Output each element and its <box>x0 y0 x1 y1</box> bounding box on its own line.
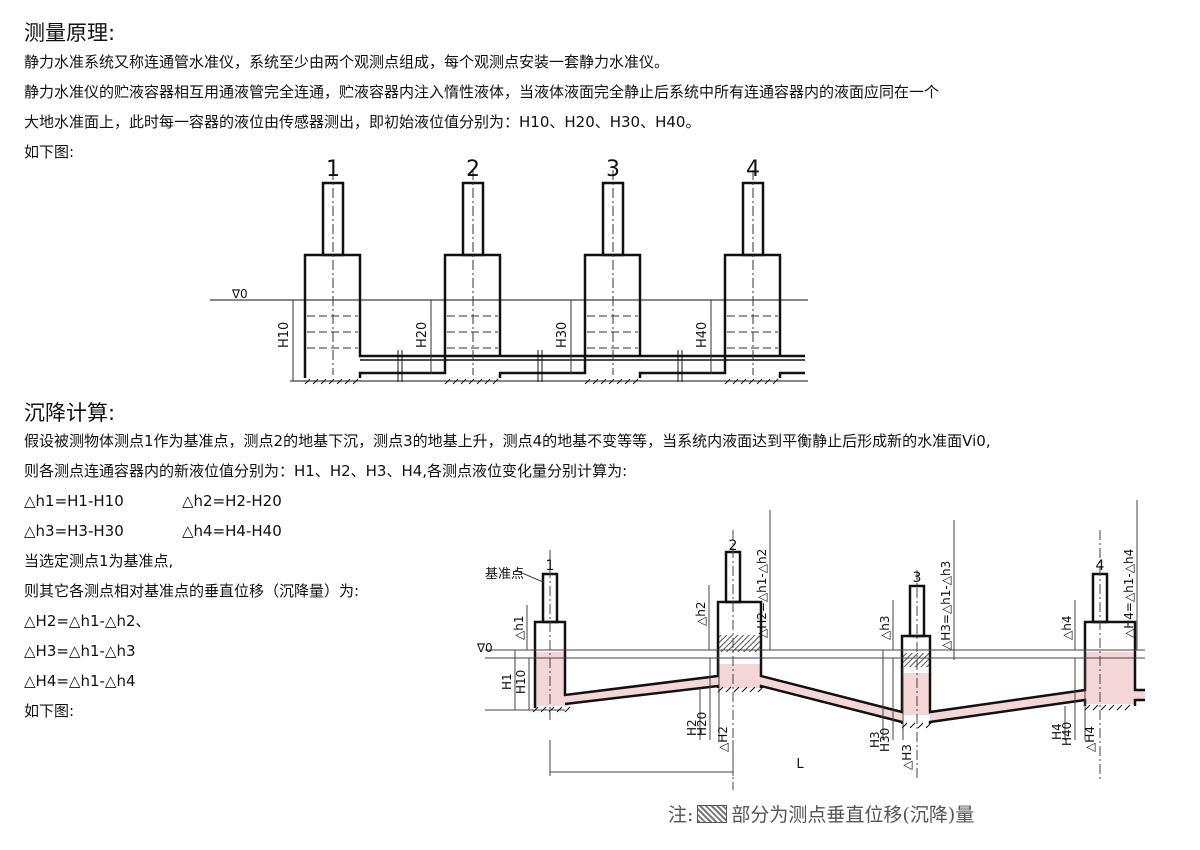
dH3-bottom-label: △H3 <box>900 744 914 770</box>
paragraph-line: 当选定测点1为基准点, <box>24 552 174 570</box>
point-label-3: 3 <box>913 570 922 586</box>
formula-dh3: △h3=H3-H30 <box>24 522 124 540</box>
paragraph-line: 大地水准面上，此时每一容器的液位由传感器测出，即初始液位值分别为：H10、H20… <box>24 113 701 131</box>
point-label-1: 1 <box>326 157 340 182</box>
section-title-settlement: 沉降计算: <box>24 401 116 425</box>
height-label-h20: H20 <box>415 322 430 348</box>
dH3-label: △H3=△h1-△h3 <box>939 561 953 650</box>
formula-dh4: △h4=H4-H40 <box>182 522 282 540</box>
dH2-label: △H2=△h1-△h2 <box>755 549 769 638</box>
point-label-4: 4 <box>746 157 760 182</box>
hatch-swatch <box>697 805 728 823</box>
ref-point-label: 基准点 <box>485 567 524 582</box>
level-symbol: ∇0 <box>231 287 248 301</box>
point-label-2: 2 <box>466 157 480 182</box>
note-text: 部分为测点垂直位移(沉降)量 <box>731 804 975 826</box>
H1-label: H1 <box>500 673 514 690</box>
dh1-label: △h1 <box>512 616 526 640</box>
height-label-h40: H40 <box>695 322 710 348</box>
note-prefix: 注: <box>668 804 694 826</box>
dh4-label: △h4 <box>1060 616 1074 640</box>
level-symbol: ∇0 <box>476 641 493 655</box>
H2-label: H2 <box>685 719 699 736</box>
paragraph-line: 则其它各测点相对基准点的垂直位移（沉降量）为: <box>24 582 360 600</box>
paragraph-line: 静力水准系统又称连通管水准仪，系统至少由两个观测点组成，每个观测点安装一套静力水… <box>24 53 670 71</box>
dh3-label: △h3 <box>878 616 892 640</box>
point-label-3: 3 <box>606 157 620 182</box>
height-label-h30: H30 <box>555 322 570 348</box>
H4-label: H4 <box>1050 723 1064 740</box>
dh2-label: △h2 <box>694 602 708 626</box>
vessel-4 <box>638 181 782 378</box>
dH2-bottom-label: △H2 <box>716 726 730 752</box>
formula-dH3: △H3=△h1-△h3 <box>24 642 136 660</box>
formula-dh1: △h1=H1-H10 <box>24 492 124 510</box>
formula-dH2: △H2=△h1-△h2、 <box>24 612 151 630</box>
dH4-label: △H4=△h1-△h4 <box>1122 549 1136 638</box>
paragraph-line: 假设被测物体测点1作为基准点，测点2的地基下沉，测点3的地基上升，测点4的地基不… <box>24 432 991 450</box>
H3-label: H3 <box>868 731 882 748</box>
paragraph-line: 则各测点连通容器内的新液位值分别为：H1、H2、H3、H4,各测点液位变化量分别… <box>24 462 628 480</box>
height-label-h10: H10 <box>277 322 292 348</box>
diagram-initial-levels: 1 2 3 4 ∇0 H10 H20 H30 H40 <box>210 157 808 385</box>
H20-label: H20 <box>695 712 709 736</box>
span-label: L <box>796 757 804 772</box>
note: 注: 部分为测点垂直位移(沉降)量 <box>668 800 974 827</box>
formula-dH4: △H4=△h1-△h4 <box>24 672 136 690</box>
H10-label: H10 <box>514 670 528 694</box>
dH4-bottom-label: △H4 <box>1083 726 1097 752</box>
H40-label: H40 <box>1060 722 1074 746</box>
vessel-3 <box>498 181 642 378</box>
point-label-4: 4 <box>1096 558 1105 574</box>
H30-label: H30 <box>878 728 892 752</box>
section-title-principle: 测量原理: <box>24 21 116 45</box>
paragraph-line: 如下图: <box>24 702 75 720</box>
vessel-2 <box>358 181 502 378</box>
paragraph-line: 如下图: <box>24 143 75 161</box>
point-label-1: 1 <box>546 558 555 574</box>
diagram-settlement: 基准点 1 2 3 4 ∇0 L △h1 △h2 △h3 △h4 △H2=△h1… <box>476 500 1145 790</box>
point-label-2: 2 <box>729 538 738 554</box>
formula-dh2: △h2=H2-H20 <box>182 492 282 510</box>
paragraph-line: 静力水准仪的贮液容器相互用通液管完全连通，贮液容器内注入惰性液体，当液体液面完全… <box>24 83 940 101</box>
